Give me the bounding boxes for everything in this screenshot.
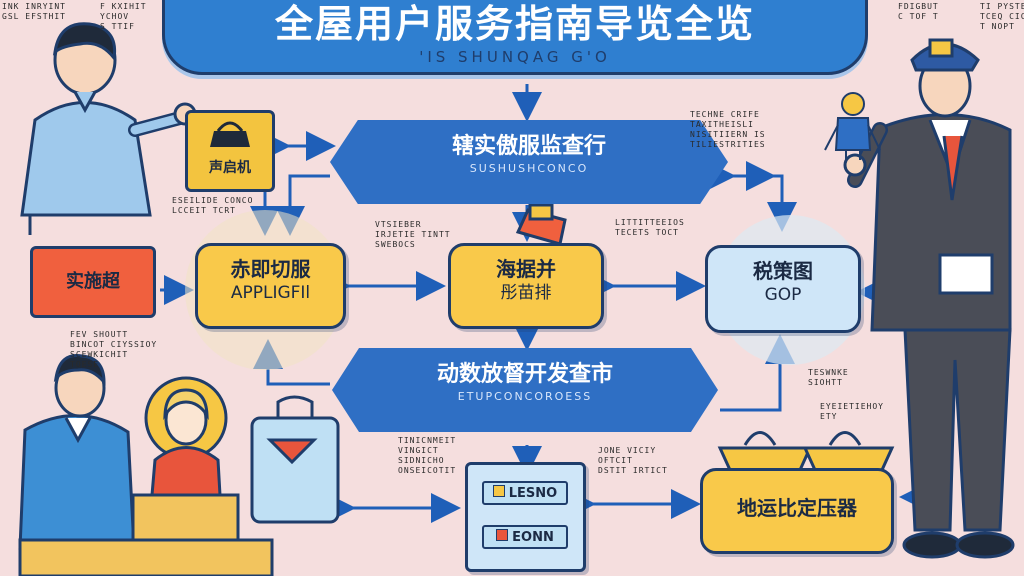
woman-portrait-figure bbox=[144, 376, 228, 497]
arrow-right-loop bbox=[767, 174, 797, 232]
toy-figure bbox=[824, 92, 881, 160]
man-blue-shirt-figure bbox=[20, 22, 197, 235]
node-right[interactable]: 税策图 GOP bbox=[705, 245, 861, 333]
note-top-right-c: TI PYSTEU TCEQ CICNT T NOPT bbox=[980, 2, 1024, 31]
basket-icon bbox=[210, 121, 250, 147]
node-left-line2: APPLIGFIl bbox=[230, 283, 311, 303]
note-top-right-a: TECHNE CRIFE TAXITHEISLI NISITIIERN IS T… bbox=[690, 110, 766, 149]
man-seated-figure bbox=[18, 353, 136, 550]
left-bag-card[interactable]: 实施超 bbox=[30, 246, 156, 318]
note-top-right-b: FDIGBUT C TOF T bbox=[898, 2, 939, 21]
list-row-1-label: LESNO bbox=[508, 486, 558, 501]
node-bottom-right[interactable]: 地运比定压器 bbox=[700, 468, 894, 554]
red-swatch-icon bbox=[496, 529, 509, 541]
crate-baskets-graphic bbox=[717, 431, 895, 472]
note-top-left-b: F KXIHIT YCHOV S TTIF bbox=[100, 2, 147, 31]
note-bottom-mid: TINICNMEIT VINGICT SIDNICHO ONSEICOTIT bbox=[398, 436, 457, 475]
node-bottom-right-line1: 地运比定压器 bbox=[737, 496, 857, 520]
list-row-2[interactable]: EONN bbox=[482, 525, 568, 549]
list-row-1[interactable]: LESNO bbox=[482, 481, 568, 505]
node-center[interactable]: 海据并 彤苗排 bbox=[448, 243, 604, 329]
desk-base bbox=[18, 538, 274, 576]
hub-top-label: 辖实傲服监查行 bbox=[451, 134, 606, 159]
desk-counter bbox=[131, 493, 240, 542]
note-center-right: LITTITTEEIOS TECETS TOCT bbox=[615, 218, 685, 237]
list-card[interactable]: LESNO EONN bbox=[465, 462, 586, 572]
hub-bottom-sub: ETUPCONCOROESS bbox=[457, 390, 593, 403]
hub-top[interactable]: 辖实傲服监查行 SUSHUSHCONCO bbox=[330, 120, 728, 204]
list-row-2-label: EONN bbox=[512, 530, 554, 545]
yellow-swatch-icon bbox=[492, 485, 505, 497]
left-bag-label: 实施超 bbox=[66, 271, 120, 292]
hub-bottom-label: 动数放督开发查市 bbox=[436, 362, 613, 387]
title-banner: 全屋用户服务指南导览全览 'IS SHUNQAG G'O bbox=[162, 0, 868, 75]
hub-bottom[interactable]: 动数放督开发查市 ETUPCONCOROESS bbox=[332, 348, 718, 432]
node-left-line1: 赤即切服 bbox=[230, 257, 311, 281]
shop-sign-label: 声启机 bbox=[209, 160, 251, 176]
note-top-left-a: INK INRYINT GSL EFSTHIT bbox=[2, 2, 66, 21]
note-left-lower: FEV SHOUTT BINCOT CIYSSIOY SCEWKICHIT TO… bbox=[70, 330, 158, 369]
note-left-mid: ESEILIDE CONCO LCCEIT TCRT bbox=[172, 196, 254, 215]
businessman-suit-figure bbox=[843, 38, 1015, 559]
note-right-lower-a: TESWNKE SIOHTT bbox=[808, 368, 849, 387]
page-title: 全屋用户服务指南导览全览 bbox=[274, 1, 755, 46]
brush-pot-graphic bbox=[515, 203, 567, 246]
arrow-left-loop bbox=[275, 174, 330, 236]
note-right-lower-b: EYEIETIEHOY ETY bbox=[820, 402, 884, 421]
node-right-line1: 税策图 bbox=[753, 259, 813, 283]
note-center-left: VTSIEBER IRJETIE TINTT SWEBOCS bbox=[375, 220, 451, 249]
node-center-line1: 海据并 bbox=[496, 257, 556, 281]
hub-top-sub: SUSHUSHCONCO bbox=[469, 162, 589, 175]
node-right-line2: GOP bbox=[764, 285, 802, 305]
shop-sign-card[interactable]: 声启机 bbox=[185, 110, 275, 192]
note-bottom-mid2: JONE VICIY OFTCIT DSTIT IRTICT bbox=[598, 446, 668, 475]
node-left[interactable]: 赤即切服 APPLIGFIl bbox=[195, 243, 346, 329]
blue-bag-graphic bbox=[250, 395, 340, 524]
page-subtitle: 'IS SHUNQAG G'O bbox=[419, 48, 611, 66]
node-center-line2: 彤苗排 bbox=[500, 283, 552, 303]
